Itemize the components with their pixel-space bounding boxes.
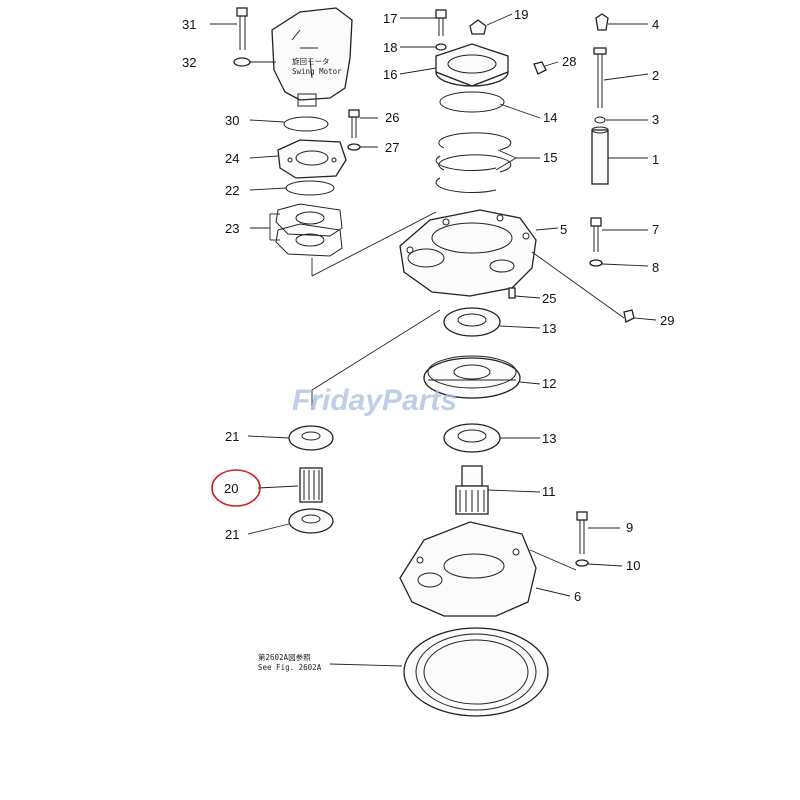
washer-8 (589, 259, 603, 267)
callout-6: 6 (574, 589, 581, 604)
o-ring-3 (594, 116, 606, 124)
cover-16 (435, 43, 509, 87)
plug-28 (533, 61, 547, 75)
fitting-4 (595, 13, 609, 31)
callout-3: 3 (652, 112, 659, 127)
washer-32 (233, 57, 251, 67)
callout-28: 28 (562, 54, 576, 69)
leader-lines (210, 13, 657, 597)
washer-10 (575, 559, 589, 567)
snap-rings-15 (435, 132, 512, 194)
callout-2: 2 (652, 68, 659, 83)
bolt-17 (435, 9, 447, 36)
swing-motor (271, 7, 353, 107)
bolt-7 (590, 217, 602, 252)
bearing-13-upper (443, 307, 501, 337)
plug-19 (469, 19, 487, 35)
callout-14: 14 (543, 110, 557, 125)
pin-25 (508, 287, 516, 299)
ring-gear (403, 627, 549, 717)
bolt-31 (236, 7, 248, 50)
callout-23: 23 (225, 221, 239, 236)
bolt-9 (576, 511, 588, 554)
washer-27 (347, 143, 361, 151)
callout-12: 12 (542, 376, 556, 391)
washer-18 (435, 43, 447, 51)
callout-1: 1 (652, 152, 659, 167)
motor-label-jp: 旋回モータ (292, 56, 330, 66)
o-ring-14 (439, 91, 505, 113)
callout-32: 32 (182, 55, 196, 70)
callout-7: 7 (652, 222, 659, 237)
callout-19: 19 (514, 7, 528, 22)
bearing-21-upper (288, 425, 334, 451)
callout-21-upper: 21 (225, 429, 239, 444)
housing-6 (399, 521, 537, 617)
callout-31: 31 (182, 17, 196, 32)
shaft-11 (455, 465, 489, 515)
plug-29 (623, 309, 635, 323)
callout-5: 5 (560, 222, 567, 237)
watermark: FridayParts (292, 384, 457, 417)
highlight-circle-20 (211, 469, 261, 507)
housing-5 (399, 209, 537, 297)
callout-22: 22 (225, 183, 239, 198)
callout-15: 15 (543, 150, 557, 165)
callout-9: 9 (626, 520, 633, 535)
pipe-1 (591, 126, 609, 185)
flange-24 (277, 139, 347, 179)
callout-30: 30 (225, 113, 239, 128)
reference-note-jp: 第2602A図参照 (258, 652, 311, 662)
o-ring-22 (285, 180, 335, 196)
callout-24: 24 (225, 151, 239, 166)
callout-29: 29 (660, 313, 674, 328)
reference-note-en: See Fig. 2602A (258, 663, 322, 672)
shims-23 (275, 203, 343, 257)
pinion-20 (299, 467, 323, 503)
callout-21-lower: 21 (225, 527, 239, 542)
callout-4: 4 (652, 17, 659, 32)
callout-11: 11 (542, 484, 556, 499)
callout-20: 20 (224, 481, 238, 496)
bearing-21-lower (288, 508, 334, 534)
callout-17: 17 (383, 11, 397, 26)
callout-16: 16 (383, 67, 397, 82)
gear-12 (423, 355, 521, 399)
callout-26: 26 (385, 110, 399, 125)
callout-8: 8 (652, 260, 659, 275)
callout-18: 18 (383, 40, 397, 55)
motor-label-en: Swing Motor (292, 67, 342, 76)
dipstick-2 (593, 47, 607, 108)
callout-13-upper: 13 (542, 321, 556, 336)
callout-10: 10 (626, 558, 640, 573)
o-ring-30 (283, 116, 329, 132)
callout-25: 25 (542, 291, 556, 306)
bolt-26 (348, 109, 360, 138)
bearing-13-lower (443, 423, 501, 453)
callout-27: 27 (385, 140, 399, 155)
callout-13-lower: 13 (542, 431, 556, 446)
